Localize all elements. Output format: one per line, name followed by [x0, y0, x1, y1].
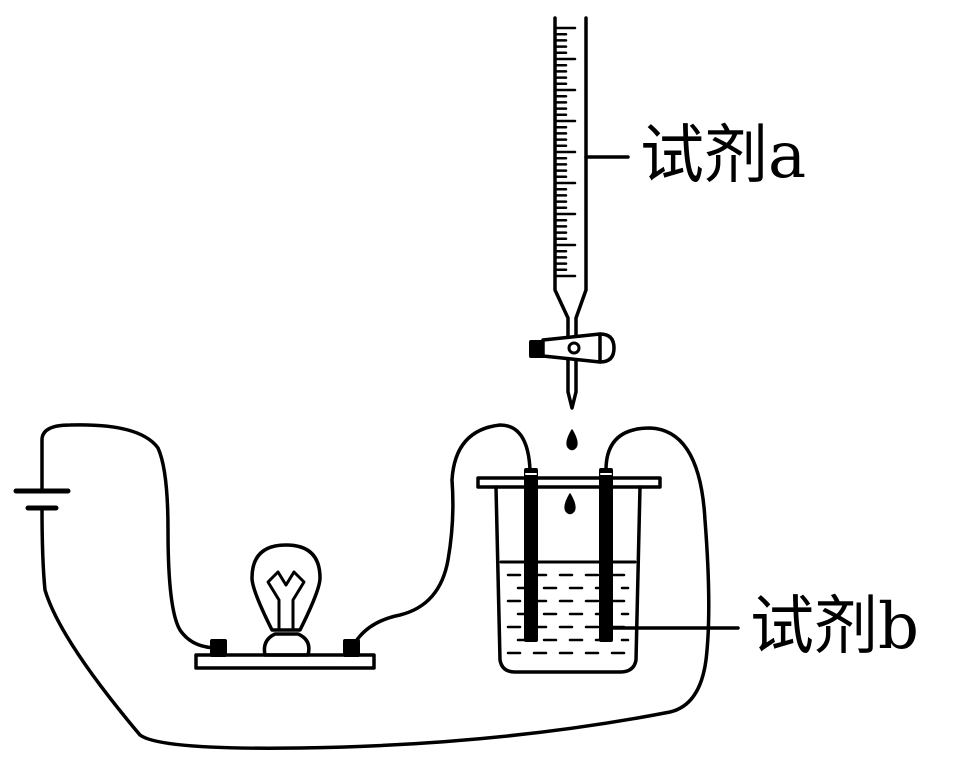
- electrode-left: [524, 468, 538, 642]
- label-reagent-b: 试剂b: [750, 590, 919, 664]
- bulb-terminal-left: [210, 639, 227, 657]
- light-bulb-icon: [194, 543, 376, 670]
- burette-tube: [553, 16, 588, 410]
- battery-icon: [13, 488, 71, 511]
- wire-battery-to-bulb: [40, 423, 220, 650]
- burette-graduations: [553, 26, 577, 278]
- bulb-filament: [266, 570, 306, 630]
- wire-electrode-to-battery: [40, 426, 711, 750]
- burette-icon: [529, 16, 616, 515]
- circuit-wires: [40, 423, 711, 750]
- electrode-holder-plate: [476, 476, 662, 489]
- bulb-globe: [250, 543, 322, 632]
- bulb-terminal-right: [343, 639, 360, 657]
- stopcock-icon: [529, 332, 616, 364]
- label-reagent-a: 试剂a: [640, 119, 807, 193]
- beaker-icon: [476, 468, 662, 674]
- electrode-right: [599, 468, 613, 642]
- bulb-socket: [262, 632, 311, 657]
- liquid-hatch: [506, 573, 630, 655]
- wire-bulb-to-electrode: [350, 423, 532, 650]
- drop-falling: [566, 429, 578, 451]
- beaker-body: [494, 485, 642, 674]
- drop-in-beaker: [564, 493, 576, 515]
